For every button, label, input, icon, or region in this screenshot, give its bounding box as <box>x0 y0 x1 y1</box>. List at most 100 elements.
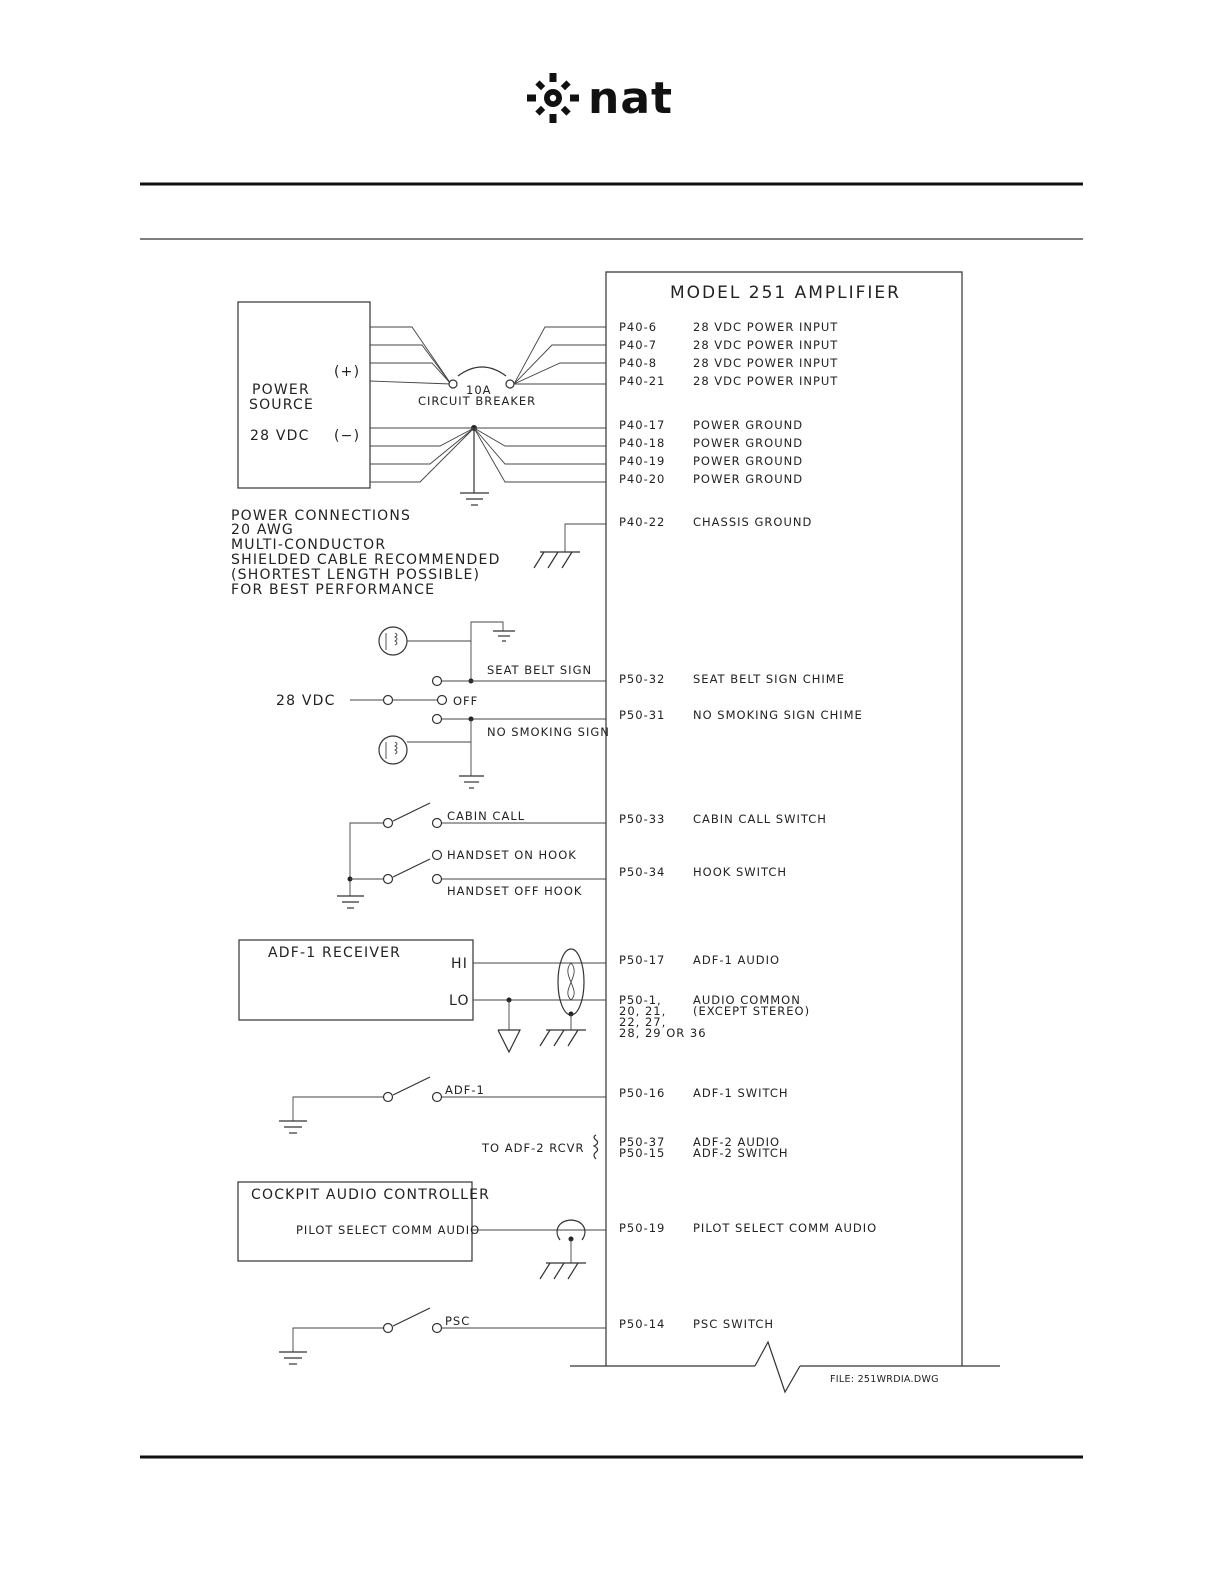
cabin-switches-circuit: CABIN CALL HANDSET ON HOOK HANDSET OFF H… <box>337 802 606 909</box>
pin-description: ADF-1 AUDIO <box>693 953 780 967</box>
power-note-line-6: FOR BEST PERFORMANCE <box>231 582 435 598</box>
pin-row: P50-19 PILOT SELECT COMM AUDIO <box>619 1221 877 1235</box>
pin-row: P40-18 POWER GROUND <box>619 436 803 450</box>
power-source-label-1: POWER <box>252 382 310 398</box>
amplifier-pin-list: P40-6 28 VDC POWER INPUT P40-7 28 VDC POWER… <box>619 320 877 1331</box>
power-input-wires: 10A CIRCUIT BREAKER <box>369 326 606 408</box>
pin-description: NO SMOKING SIGN CHIME <box>693 708 863 722</box>
pin-id: P40-7 <box>619 338 657 352</box>
nat-logo: nat <box>527 73 673 124</box>
pin-id: P50-16 <box>619 1086 665 1100</box>
pin-id: P40-17 <box>619 418 665 432</box>
pin-id: P40-22 <box>619 515 665 529</box>
psc-switch-circuit: PSC <box>279 1307 606 1365</box>
adf2-brace <box>592 1134 599 1160</box>
pin-description: HOOK SWITCH <box>693 865 787 879</box>
pin-id: P50-31 <box>619 708 665 722</box>
audio-common-pin-line-1: P50-1, <box>619 993 662 1007</box>
pin-id: P40-18 <box>619 436 665 450</box>
handset-on-hook-label: HANDSET ON HOOK <box>447 848 577 862</box>
logo-text: nat <box>588 73 673 124</box>
cockpit-output-label: PILOT SELECT COMM AUDIO <box>296 1223 480 1237</box>
psc-switch-label: PSC <box>445 1314 470 1328</box>
pin-description: POWER GROUND <box>693 472 803 486</box>
adf-receiver-box: ADF-1 RECEIVER HI LO <box>238 939 474 1021</box>
pin-row: P40-22 CHASSIS GROUND <box>619 515 812 529</box>
cockpit-title: COCKPIT AUDIO CONTROLLER <box>251 1187 490 1203</box>
audio-common-pin-line-3: 22, 27, <box>619 1015 666 1029</box>
pin-id: P50-32 <box>619 672 665 686</box>
power-ground-wires <box>370 425 606 506</box>
power-note-line-2: 20 AWG <box>231 522 294 538</box>
pin-id: P50-19 <box>619 1221 665 1235</box>
pin-id: P50-34 <box>619 865 665 879</box>
audio-common-desc-1: AUDIO COMMON <box>693 993 801 1007</box>
cockpit-controller-box: COCKPIT AUDIO CONTROLLER PILOT SELECT CO… <box>237 1181 490 1262</box>
sign-lamps-circuit: SEAT BELT SIGN 28 VDC OFF NO SMOKING SIG… <box>276 621 609 789</box>
power-source-minus: (−) <box>334 428 360 444</box>
pin-description: 28 VDC POWER INPUT <box>693 320 838 334</box>
pin-row: P40-19 POWER GROUND <box>619 454 803 468</box>
pin-row: P40-8 28 VDC POWER INPUT <box>619 356 838 370</box>
adf2-pin-2: P50-15 <box>619 1146 665 1160</box>
audio-common-pin-line-2: 20, 21, <box>619 1004 666 1018</box>
pin-id: P40-6 <box>619 320 657 334</box>
pin-description: POWER GROUND <box>693 436 803 450</box>
pin-id: P40-20 <box>619 472 665 486</box>
pin-id: P40-21 <box>619 374 665 388</box>
amplifier-title: MODEL 251 AMPLIFIER <box>670 283 901 303</box>
pin-description: PILOT SELECT COMM AUDIO <box>693 1221 877 1235</box>
adf2-desc-1: ADF-2 AUDIO <box>693 1135 780 1149</box>
pin-id: P40-19 <box>619 454 665 468</box>
breaker-rating: 10A <box>466 383 492 397</box>
pin-id: P50-17 <box>619 953 665 967</box>
file-label: FILE: 251WRDIA.DWG <box>830 1374 939 1385</box>
pin-row: P50-32 SEAT BELT SIGN CHIME <box>619 672 845 686</box>
lamp-icon <box>378 626 408 656</box>
pin-description: SEAT BELT SIGN CHIME <box>693 672 845 686</box>
amplifier-box: MODEL 251 AMPLIFIER <box>570 271 1000 1394</box>
pin-row: P40-20 POWER GROUND <box>619 472 803 486</box>
breaker-label: CIRCUIT BREAKER <box>418 394 536 408</box>
pin-description: CHASSIS GROUND <box>693 515 812 529</box>
pin-description: POWER GROUND <box>693 454 803 468</box>
power-note-line-3: MULTI-CONDUCTOR <box>231 537 386 553</box>
pin-description: 28 VDC POWER INPUT <box>693 356 838 370</box>
power-source-label-2: SOURCE <box>249 397 314 413</box>
signs-supply-label: 28 VDC <box>276 693 336 709</box>
adf-audio-wiring <box>473 948 606 1054</box>
power-note-line-4: SHIELDED CABLE RECOMMENDED <box>231 552 501 568</box>
pin-description: CABIN CALL SWITCH <box>693 812 827 826</box>
pin-row: P50-17 ADF-1 AUDIO <box>619 953 780 967</box>
pin-id: P40-8 <box>619 356 657 370</box>
pin-row: P40-21 28 VDC POWER INPUT <box>619 374 838 388</box>
audio-common-pin-line-4: 28, 29 OR 36 <box>619 1026 707 1040</box>
pin-description: 28 VDC POWER INPUT <box>693 374 838 388</box>
power-source-box: POWER SOURCE 28 VDC (+) (−) <box>237 301 371 489</box>
pin-row: P40-7 28 VDC POWER INPUT <box>619 338 838 352</box>
adf2-note: TO ADF-2 RCVR <box>481 1141 585 1155</box>
audio-common-desc-2: (EXCEPT STEREO) <box>693 1004 810 1018</box>
lamp-icon <box>378 735 408 765</box>
power-note-line-5: (SHORTEST LENGTH POSSIBLE) <box>231 567 480 583</box>
ground-symbol <box>460 492 489 506</box>
adf2-desc-2: ADF-2 SWITCH <box>693 1146 789 1160</box>
power-note-line-1: POWER CONNECTIONS <box>231 508 411 524</box>
power-source-voltage: 28 VDC <box>250 428 310 444</box>
adf2-pins: P50-37 P50-15 ADF-2 AUDIO ADF-2 SWITCH T… <box>481 1134 789 1160</box>
adf1-switch-label: ADF-1 <box>445 1083 485 1097</box>
chassis-ground-wire <box>533 523 606 569</box>
handset-off-hook-label: HANDSET OFF HOOK <box>447 884 582 898</box>
adf-receiver-title: ADF-1 RECEIVER <box>268 945 401 961</box>
asterisk-sunburst-icon <box>527 73 579 123</box>
pin-description: PSC SWITCH <box>693 1317 774 1331</box>
pin-description: 28 VDC POWER INPUT <box>693 338 838 352</box>
pin-row: P50-31 NO SMOKING SIGN CHIME <box>619 708 863 722</box>
adf2-pin-1: P50-37 <box>619 1135 665 1149</box>
adf-receiver-hi: HI <box>451 956 468 972</box>
